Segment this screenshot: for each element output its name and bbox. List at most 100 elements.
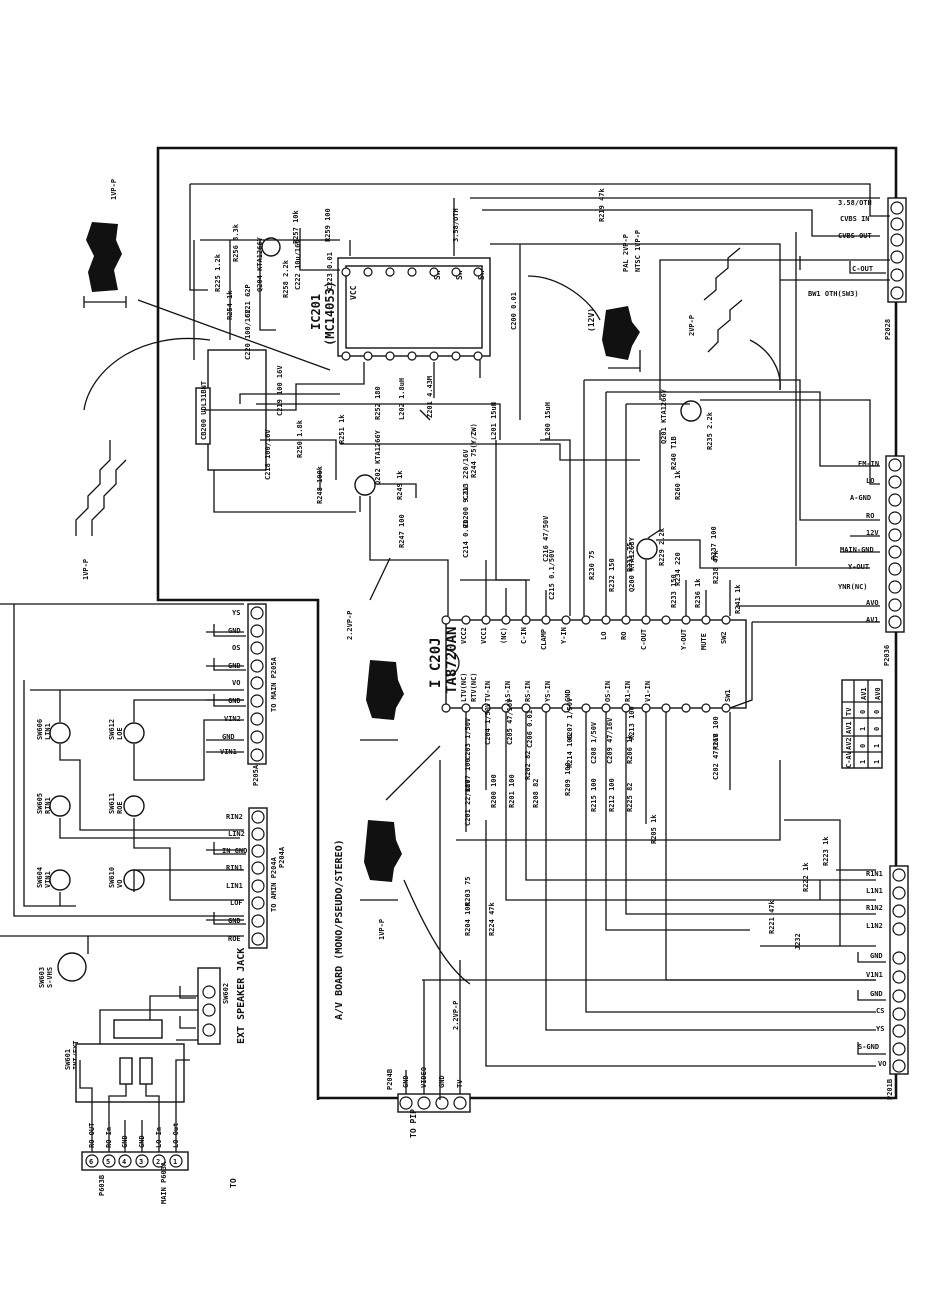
ic200-pin-sw2: SW2 [720,631,728,644]
ic200-pin-gnd: GND [564,689,572,702]
component-labels: R225 1.2k R256 3.3k R257 10k R259 100 C2… [214,187,830,950]
p603b-num-4: 4 [122,1158,126,1166]
ic200-pin-os-in: OS-IN [604,681,612,702]
r237-label: R238 47k [712,549,720,584]
p2036-pin-6: MAIN-GND [840,546,874,554]
z201-label: Z201 4.43M [426,376,434,418]
vpp-left: 1VP-P [82,559,90,580]
sw606-ref: SW606 [36,719,44,740]
r234-label: R234 220 [674,552,682,586]
r218-label: C202 47/16V [712,733,720,780]
r249-label: R249 1k [396,470,404,500]
tt-r1c0: TV [845,707,853,716]
p201b-pin-11: VO [878,1060,886,1068]
r238-label: R241 1k [734,584,742,614]
tt-r1c2: 0 [873,710,881,714]
p201b-pin-4: L1N2 [866,922,883,930]
transistors [261,237,702,560]
r256-label: R256 3.3k [232,223,240,262]
r204-label: R224 47k [488,901,496,936]
ic200-pin-c-out: C-OUT [640,629,648,650]
waveform-image-4 [364,820,402,882]
p201b-pin-5: GND [870,952,883,960]
r213-label: R225 82 [626,782,634,812]
ic201-part: (MC14053) [323,281,337,346]
p205a-pin-2: GND [228,627,241,635]
r201-label: R202 82 [524,750,532,780]
c205-label: C206 0.01 [526,710,534,748]
c202-label: C203 1/50V [464,717,472,760]
p204a-ref: P204A [278,846,286,868]
tt-r3c2: 1 [873,744,881,748]
p204b-ref: P204B [386,1069,394,1090]
p205a-pin-8: GND [222,733,235,741]
tt-r2c2: 0 [873,727,881,731]
r251-label: R251 1k [338,414,346,444]
sw610-ref: SW610 [108,867,116,888]
p2036-ref: P2036 [883,645,891,666]
p204a-pin-4: RIN1 [226,864,243,872]
p204a-pin-7: GND [228,917,241,925]
p204b-pin-3: GND [438,1075,446,1088]
r229-label: R229 2.2k [658,527,666,566]
sw603-ref: SW603 [38,967,46,988]
ic200-pin-vcc1: VCC1 [480,627,488,644]
c220-label: C220 100/16V [244,309,252,360]
p2028-pin-2: CVBS IN [840,215,870,223]
connector-p2028 [887,197,907,303]
p201b-pin-1: R1N1 [866,870,883,878]
r257-label: R257 10k [292,209,300,244]
sw605-ref: SW605 [36,793,44,814]
r207-label: R200 100 [490,774,498,808]
p603b-ref2: MAIN P603A [160,1161,168,1204]
r235-label: R237 100 [710,526,718,560]
sw604-ref: SW604 [36,867,44,888]
r209-label: R214 100 [566,734,574,768]
sw612-label: LOE [116,727,124,740]
c201-label: R203 75 [464,876,472,906]
ic200-pin-ro: RO [620,632,628,640]
connector-p204a [248,807,268,949]
ic200-ref: I C20J [428,637,444,688]
waveform-image-1 [86,222,122,292]
ground-symbols [179,261,886,1055]
r240-label: R260 1k [674,470,682,500]
r224-label: R223 1k [822,836,830,866]
ext-speaker-label: EXT SPEAKER JACK [236,948,247,1044]
waveform-image-3 [366,660,404,720]
r231-label: R232 150 [608,558,616,592]
connector-p603b [81,1151,189,1171]
ic200-pin-c-in: C-IN [520,627,528,644]
r205-label: C201 22/16V [464,779,472,826]
q200-symbol [636,538,658,560]
connector-p2036 [885,455,905,633]
vpp-mid: 2.2VP-P [346,610,354,640]
staircase-waveforms [75,247,743,901]
c219-label: C219 100 16V [276,365,284,416]
r259-label: R259 100 [324,208,332,242]
p205a-pin-5: VO [232,679,240,687]
ic200-pin-y-out: Y-OUT [680,629,688,650]
p2028-pin-6: BW1 OTH(SW3) [808,290,859,298]
p2028-pin-1: 3.58/OTH [838,199,872,207]
p204a-pin-5: LIN1 [226,882,243,890]
l200-label: L200 15uH [544,402,552,440]
tt-r4c2: 1 [873,760,881,764]
r225-label: R225 1.2k [214,253,222,292]
c223-label: C223 0.01 [326,252,334,290]
ic201-sw1: SW [433,270,442,280]
sw605-label: RIN1 [44,797,52,814]
r208-label: R209 100 [564,762,572,796]
vpp-low: 1VP-P [378,919,386,940]
p603b-num-1: 1 [173,1158,177,1166]
r260-label: R219 47k [598,187,606,222]
ic200-top-pins [441,615,731,625]
board-outline [156,146,898,1100]
p201b-pin-10: S-GND [858,1043,879,1051]
p603b-num-2: 2 [156,1158,160,1166]
p201b-pin-7: GND [870,990,883,998]
sw602-jack [197,967,221,1045]
r223-label: R222 1k [802,862,810,892]
ic200-pin-vcc2: VCC2 [460,627,468,644]
